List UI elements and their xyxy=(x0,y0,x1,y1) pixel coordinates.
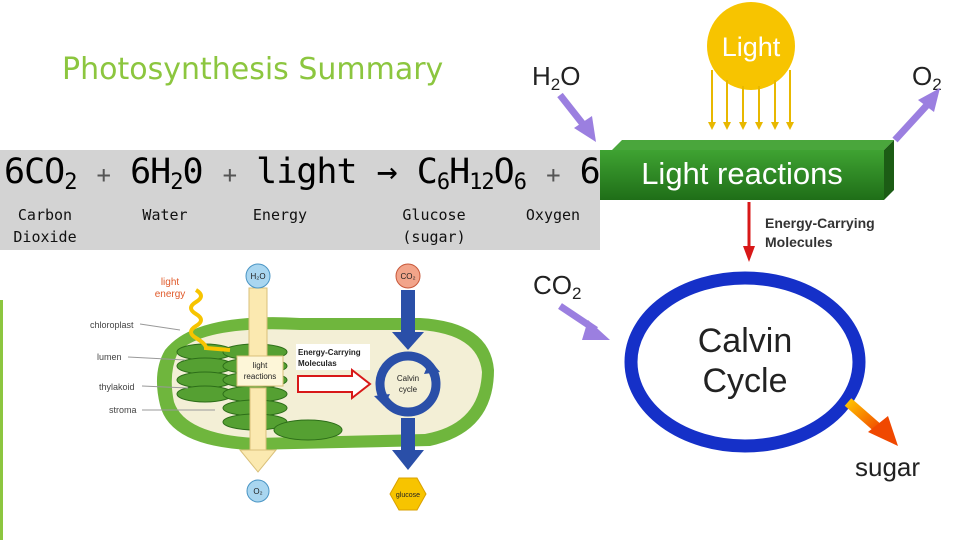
calvin-ring-arrowhead-icon xyxy=(424,360,440,374)
o2-label: O2 xyxy=(912,61,942,94)
calvin-small-label-2: cycle xyxy=(399,385,418,394)
ecm-label-2: Moleculas xyxy=(298,359,337,368)
label-glucose: Glucose(sugar) xyxy=(402,206,466,246)
sun-icon xyxy=(707,2,795,130)
h2o-bubble xyxy=(245,263,271,289)
h2o-down-arrow xyxy=(248,287,268,359)
eq-light: light xyxy=(256,152,357,192)
eq-h2o: 6H20 xyxy=(130,152,203,195)
o2-down-arrow xyxy=(249,387,267,453)
light-reactions-label: Light reactions xyxy=(641,156,843,191)
h2o-bubble-label: H₂O xyxy=(250,272,265,281)
light-reactions-box xyxy=(236,355,284,387)
o2-arrow-icon xyxy=(892,88,940,143)
glucose-down-arrow xyxy=(401,418,415,452)
calvin-label-2: Cycle xyxy=(702,362,787,400)
eq-glucose: C6H12O6 xyxy=(416,152,527,195)
equation-bar xyxy=(0,150,600,250)
label-oxygen: Oxygen xyxy=(525,206,581,224)
o2-bubble xyxy=(246,479,270,503)
light-reactions-bar xyxy=(600,150,884,200)
stroma-label: stroma xyxy=(109,405,137,415)
light-energy-label-2: energy xyxy=(155,289,186,300)
label-water: Water xyxy=(142,206,188,224)
glucose-hexagon-icon xyxy=(389,477,427,511)
light-label: Light xyxy=(722,32,781,62)
sugar-label: sugar xyxy=(855,452,920,482)
light-reactions-box-label-2: reactions xyxy=(244,372,276,381)
h2o-label: H2O xyxy=(532,61,580,94)
co2-label: CO2 xyxy=(533,270,581,303)
calvin-cycle-ring xyxy=(624,271,866,453)
light-calvin-diagram: Light H2O O2 Light reactions Energy-Carr… xyxy=(532,2,942,482)
co2-arrow-icon xyxy=(558,303,610,340)
energy-down-arrow-icon xyxy=(743,202,755,262)
energy-carrying-label-1: Energy-Carrying xyxy=(765,215,875,231)
calvin-label-1: Calvin xyxy=(698,322,792,360)
co2-down-arrow xyxy=(401,290,415,334)
light-energy-wave-icon xyxy=(189,288,231,352)
o2-bubble-label: O₂ xyxy=(253,487,262,496)
eq-arrow-icon: → xyxy=(376,152,398,192)
label-energy: Energy xyxy=(252,206,308,224)
co2-bubble xyxy=(395,263,421,289)
eq-co2: 6CO2 xyxy=(4,152,77,195)
calvin-small-label-1: Calvin xyxy=(397,374,419,383)
energy-carrying-label-2: Molecules xyxy=(765,234,833,250)
co2-bubble-label: CO₂ xyxy=(400,272,415,281)
sugar-arrow-icon xyxy=(844,398,898,446)
light-reactions-bar-side xyxy=(884,140,894,200)
thylakoid-label: thylakoid xyxy=(99,382,135,392)
h2o-arrow-icon xyxy=(557,92,596,142)
ecm-label-box xyxy=(296,344,370,370)
glucose-hex-label: glucose xyxy=(396,492,420,499)
calvin-cycle-small-ring xyxy=(375,351,441,417)
ecm-label-1: Energy-Carrying xyxy=(298,348,361,357)
page-title: Photosynthesis Summary xyxy=(62,52,444,87)
light-reactions-bar-top xyxy=(612,140,894,150)
lumen-label: lumen xyxy=(97,352,122,362)
chloroplast-label: chloroplast xyxy=(90,320,134,330)
light-reactions-box-label-1: light xyxy=(253,361,268,370)
thylakoid-single xyxy=(273,419,343,441)
energy-transfer-arrow-icon xyxy=(297,367,372,401)
chloroplast-diagram: light energy H₂O light reactions O₂ Ener… xyxy=(90,263,494,511)
left-accent-line xyxy=(0,300,3,540)
light-energy-label-1: light xyxy=(161,277,180,288)
